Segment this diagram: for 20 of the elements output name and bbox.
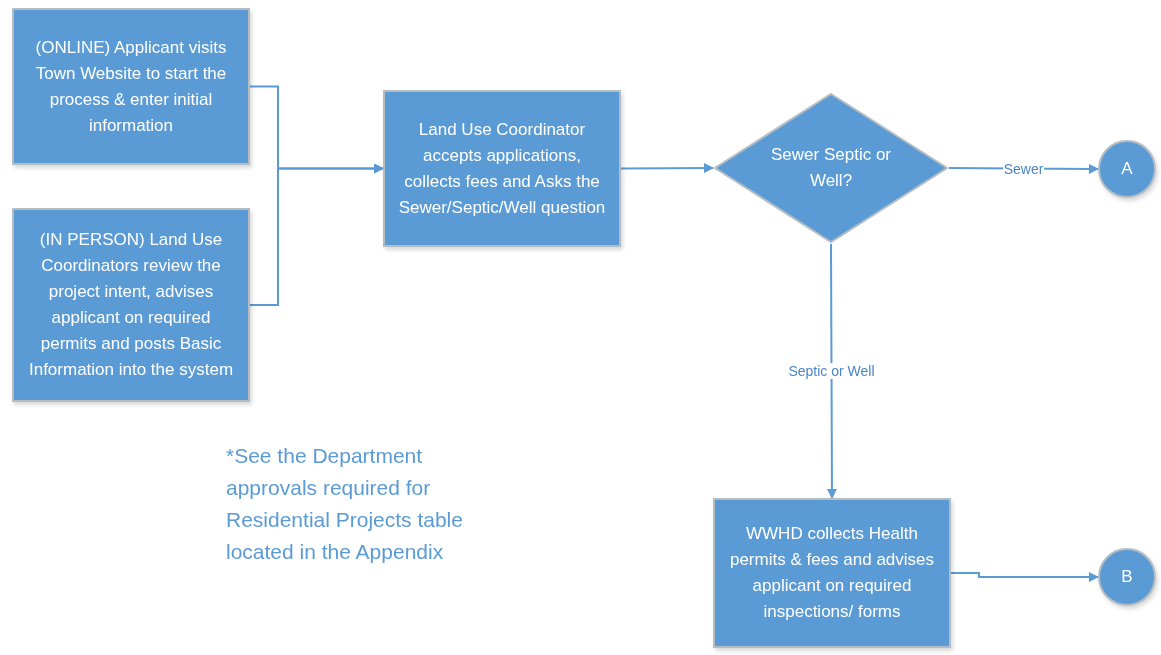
- decision-diamond: [713, 92, 949, 244]
- connector-circle: [1098, 548, 1156, 606]
- connector-circle: [1098, 140, 1156, 198]
- node-text: A: [1121, 158, 1133, 180]
- process-box: [383, 90, 621, 247]
- arrow: [249, 163, 384, 306]
- node-text: Land Use Coordinator accepts applications, collects fees and Asks the Sewer/Septic/Well question: [397, 118, 607, 219]
- node-text: (IN PERSON) Land Use Coordinators review the project intent, advises applicant on required permits and posts Basic Information into the system: [27, 229, 235, 381]
- node-text: WWHD collects Health permits & fees and advises applicant on required inspections/ forms: [728, 523, 936, 623]
- arrow: [826, 243, 837, 499]
- node-text: Sewer Septic or Well?: [770, 144, 892, 192]
- node-text: (ONLINE) Applicant visits Town Website to start the process & enter initial information: [34, 36, 228, 137]
- process-box: [12, 8, 250, 165]
- process-box: [12, 208, 250, 402]
- edge-label: Septic or Well: [787, 363, 876, 379]
- note-text: *See the Department approvals required for Residential Projects table located in the Appendix: [226, 443, 464, 565]
- process-box: [713, 498, 951, 648]
- arrow: [620, 163, 714, 174]
- node-text: B: [1121, 566, 1133, 588]
- arrow: [950, 572, 1099, 582]
